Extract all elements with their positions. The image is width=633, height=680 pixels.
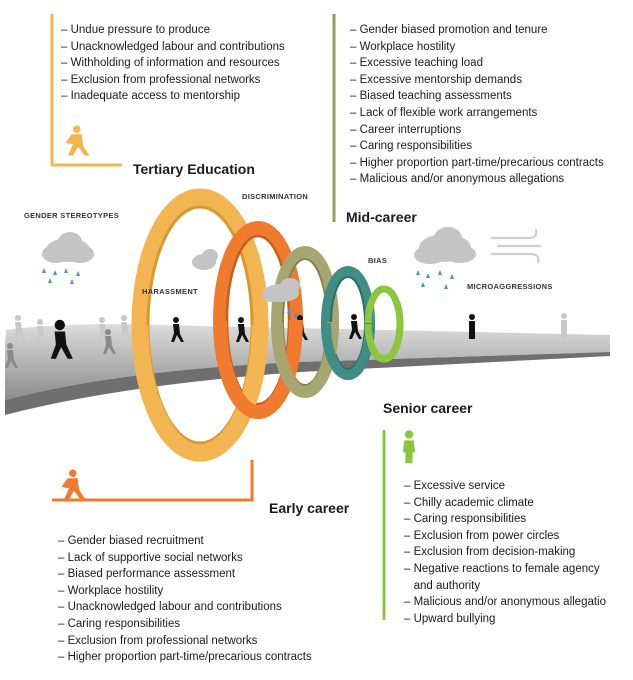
title-senior-career: Senior career — [383, 400, 473, 416]
list-item: Upward bullying — [404, 611, 606, 628]
early-career-barriers-list: Gender biased recruitment Lack of suppor… — [58, 533, 312, 666]
list-item: Malicious and/or anonymous allegations — [350, 171, 604, 188]
list-item: Lack of supportive social networks — [58, 550, 312, 567]
list-item: Unacknowledged labour and contributions — [58, 599, 312, 616]
label-harassment: HARASSMENT — [142, 287, 198, 296]
list-item: Gender biased promotion and tenure — [350, 22, 604, 39]
list-item: Undue pressure to produce — [61, 22, 285, 39]
label-gender-stereotypes: GENDER STEREOTYPES — [24, 211, 120, 220]
list-item: Career interruptions — [350, 122, 604, 139]
lead-runner — [50, 319, 73, 359]
list-item: Biased performance assessment — [58, 566, 312, 583]
title-mid-career: Mid-career — [346, 209, 417, 225]
list-item: Higher proportion part-time/precarious c… — [350, 155, 604, 172]
list-item: Caring responsibilities — [404, 511, 606, 528]
list-item: Exclusion from professional networks — [61, 72, 285, 89]
label-bias: BIAS — [368, 256, 388, 265]
mid-career-barriers-list: Gender biased promotion and tenure Workp… — [350, 22, 604, 188]
list-item: Unacknowledged labour and contributions — [61, 39, 285, 56]
list-item: Exclusion from power circles — [404, 528, 606, 545]
wind-icon — [490, 228, 542, 264]
standing-figure-icon — [403, 430, 415, 464]
list-item: Biased teaching assessments — [350, 88, 604, 105]
list-item: Caring responsibilities — [350, 138, 604, 155]
road-shadow — [5, 352, 610, 415]
label-discrimination: DISCRIMINATION — [242, 192, 309, 201]
early-career-bracket — [52, 460, 254, 502]
list-item: Malicious and/or anonymous allegatio — [404, 594, 606, 611]
list-item: Chilly academic climate — [404, 495, 606, 512]
label-microaggressions: MICROAGGRESSIONS — [467, 282, 553, 291]
tertiary-barriers-list: Undue pressure to produce Unacknowledged… — [61, 22, 285, 105]
list-item: Lack of flexible work arrangements — [350, 105, 604, 122]
list-item: Excessive teaching load — [350, 55, 604, 72]
list-item: Excessive mentorship demands — [350, 72, 604, 89]
title-tertiary-education: Tertiary Education — [133, 161, 255, 177]
title-early-career: Early career — [269, 500, 350, 516]
running-figure-icon — [61, 469, 86, 500]
list-item: Higher proportion part-time/precarious c… — [58, 649, 312, 666]
list-item: Negative reactions to female agency and … — [404, 561, 606, 594]
list-item: Gender biased recruitment — [58, 533, 312, 550]
list-item-text: Negative reactions to female agency and … — [413, 562, 600, 592]
senior-career-barriers-list: Excessive service Chilly academic climat… — [404, 478, 606, 627]
list-item: Exclusion from professional networks — [58, 633, 312, 650]
list-item: Excessive service — [404, 478, 606, 495]
list-item: Exclusion from decision-making — [404, 544, 606, 561]
list-item: Caring responsibilities — [58, 616, 312, 633]
career-road — [5, 324, 610, 400]
running-figure-icon — [65, 125, 90, 156]
list-item: Inadequate access to mentorship — [61, 88, 285, 105]
rain-cloud-icon — [192, 249, 300, 302]
list-item: Workplace hostility — [58, 583, 312, 600]
rain-cloud-icon — [414, 227, 476, 264]
list-item: Workplace hostility — [350, 39, 604, 56]
tertiary-bracket — [50, 14, 122, 167]
list-item: Withholding of information and resources — [61, 55, 285, 72]
rain-cloud-icon — [42, 232, 94, 263]
